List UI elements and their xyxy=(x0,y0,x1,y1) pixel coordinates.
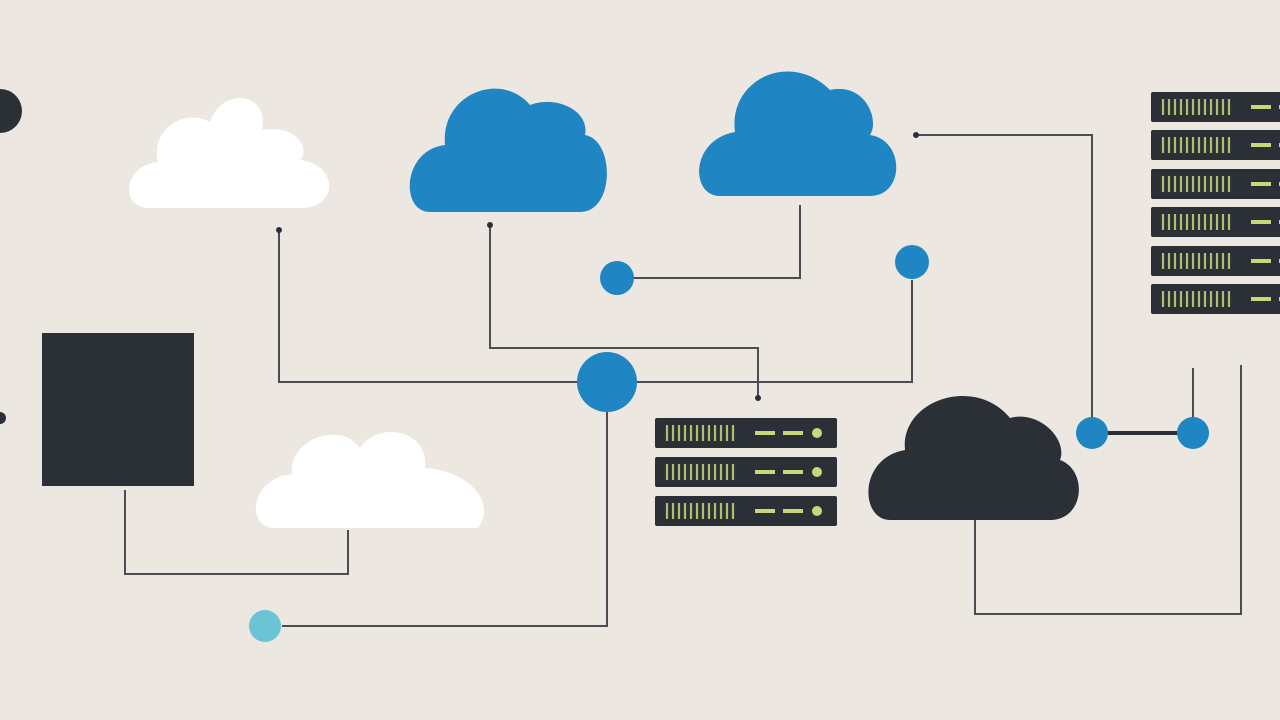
network-node-icon xyxy=(249,610,281,642)
network-node-icon xyxy=(895,245,929,279)
wire-dark-cloud-loop xyxy=(974,365,1242,615)
connection-lines xyxy=(124,134,1242,627)
device-block-icon xyxy=(42,333,194,486)
network-node-icon xyxy=(577,352,637,412)
network-node-icon xyxy=(600,261,634,295)
wire-blue-cloud-to-server xyxy=(489,225,759,400)
network-node-icon xyxy=(1076,417,1108,449)
wire-blue-cloud-to-node xyxy=(632,205,801,279)
wire-endpoint xyxy=(487,222,493,228)
wire-endpoint xyxy=(755,395,761,401)
cloud-icon xyxy=(699,71,897,196)
server-rack-icon xyxy=(1149,90,1280,316)
wire-hub-to-node-right xyxy=(636,280,913,383)
cloud-icon xyxy=(868,395,1079,520)
cloud-icon xyxy=(128,98,330,208)
wire-white-cloud-to-hub xyxy=(278,230,580,383)
network-node-icon xyxy=(1177,417,1209,449)
wire-endpoint xyxy=(276,227,282,233)
server-rack-icon xyxy=(653,416,839,528)
wire-hub-to-cyan-node xyxy=(282,412,608,627)
node-partial-left xyxy=(0,89,22,133)
wire-device-to-cloud xyxy=(124,490,349,575)
wire-cloud-to-rack xyxy=(916,134,1093,432)
node-partial-left-small xyxy=(0,412,6,424)
wire-endpoint xyxy=(913,132,919,138)
cloud-icon xyxy=(409,88,607,212)
cloud-icon xyxy=(255,431,485,528)
